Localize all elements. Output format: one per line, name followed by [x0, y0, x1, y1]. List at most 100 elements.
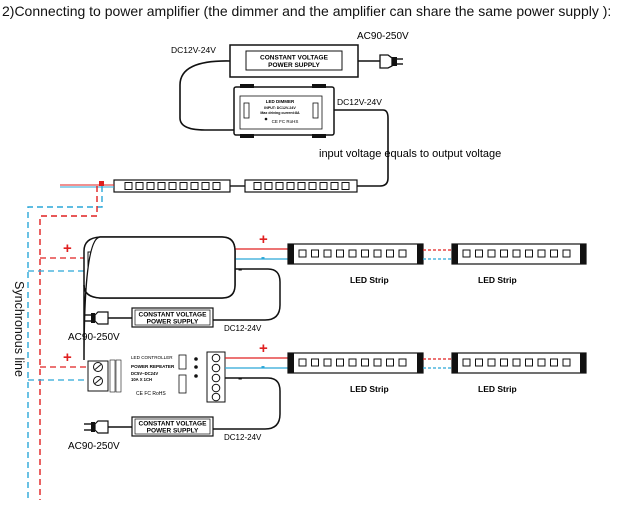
- led-chip: [253, 182, 262, 190]
- led-chip: [124, 182, 133, 190]
- led-chip: [512, 358, 521, 367]
- led-chip: [336, 249, 344, 258]
- led-chip: [487, 249, 496, 258]
- led-chip: [550, 358, 558, 367]
- page-heading: 2)Connecting to power amplifier (the dim…: [2, 3, 612, 19]
- led-chip: [386, 358, 394, 367]
- led-chip: [323, 249, 332, 258]
- input-positive-mark: +: [63, 349, 72, 366]
- dimmer-spec2: Max driving current:8A: [260, 111, 300, 115]
- top-psu-line2: POWER SUPPLY: [268, 62, 320, 69]
- controller-line3: DC5V~DC24V: [131, 371, 158, 376]
- led-chip: [168, 182, 177, 190]
- led-chip: [487, 358, 496, 367]
- led-chip: [562, 249, 571, 258]
- psu-line1: CONSTANT VOLTAGE: [139, 312, 208, 319]
- output-negative-mark: -: [261, 250, 265, 264]
- led-dimmer: LED DIMMER INPUT: DC12V-24V Max driving …: [233, 84, 335, 138]
- led-chip: [264, 182, 273, 190]
- led-chip: [475, 249, 483, 258]
- controller-line1: LED CONTROLLER: [131, 355, 173, 360]
- led-chip: [500, 249, 508, 258]
- psu-line1: CONSTANT VOLTAGE: [139, 421, 208, 428]
- led-chip: [512, 249, 521, 258]
- controller-line2: POWER REPEATER: [131, 364, 175, 369]
- controller-line4: 10A X 1CH: [131, 377, 152, 382]
- led-chip: [298, 249, 307, 258]
- psu-line2: POWER SUPPLY: [147, 428, 199, 435]
- led-chip: [500, 358, 508, 367]
- synchronous-line: [27, 181, 104, 500]
- ac-label: AC90-250V: [68, 332, 120, 343]
- output-negative-mark: -: [261, 359, 265, 373]
- led-chip: [525, 358, 533, 367]
- led-chip: [146, 182, 155, 190]
- led-chip: [212, 182, 221, 190]
- led-chip: [361, 358, 369, 367]
- controller-cert: CE FC RoHS: [136, 391, 166, 397]
- led-chip: [341, 182, 350, 190]
- led-chip: [398, 358, 407, 367]
- led-chip: [373, 249, 382, 258]
- led-chip: [298, 358, 307, 367]
- led-strip-1: [287, 243, 424, 265]
- led-chip: [373, 358, 382, 367]
- led-chip: [348, 249, 357, 258]
- led-strip-1: [287, 352, 424, 374]
- led-chip: [386, 249, 394, 258]
- dimmer-spec1: INPUT: DC12V-24V: [264, 106, 296, 110]
- top-led-strip-1: [113, 179, 231, 193]
- led-strip-2: [451, 352, 587, 374]
- dimmer-title: LED DIMMER: [266, 99, 295, 104]
- led-chip: [348, 358, 357, 367]
- top-psu-input-label: AC90-250V: [357, 31, 409, 42]
- dimmer-cert: CE FC RoHS: [272, 119, 299, 124]
- led-chip: [361, 249, 369, 258]
- led-chip: [398, 249, 407, 258]
- led-chip: [201, 182, 210, 190]
- led-chip: [286, 182, 295, 190]
- led-chip: [462, 358, 471, 367]
- led-chip: [562, 358, 571, 367]
- top-psu-line1: CONSTANT VOLTAGE: [260, 55, 329, 62]
- strip-label-2: LED Strip: [478, 384, 517, 394]
- dc-label: DC12-24V: [224, 324, 262, 333]
- psu-line2: POWER SUPPLY: [147, 319, 199, 326]
- top-led-strip-2: [244, 179, 358, 193]
- ac-plug-icon: [84, 420, 109, 434]
- led-controller: LED CONTROLLER POWER REPEATER DC5V~DC24V10…: [83, 236, 236, 403]
- led-chip: [537, 358, 546, 367]
- led-chip: [190, 182, 199, 190]
- led-chip: [319, 182, 328, 190]
- output-positive-mark: +: [259, 340, 268, 357]
- led-chip: [525, 249, 533, 258]
- output-positive-mark: +: [259, 231, 268, 248]
- input-positive-mark: +: [63, 240, 72, 257]
- strip-label-1: LED Strip: [350, 384, 389, 394]
- led-chip: [475, 358, 483, 367]
- led-chip: [297, 182, 306, 190]
- led-chip: [330, 182, 339, 190]
- led-chip: [179, 182, 188, 190]
- led-chip: [308, 182, 317, 190]
- led-chip: [550, 249, 558, 258]
- dimmer-output-label: DC12V-24V: [337, 97, 382, 107]
- led-chip: [537, 249, 546, 258]
- strip-label-1: LED Strip: [350, 275, 389, 285]
- ac-plug-icon: [379, 54, 403, 69]
- led-chip: [157, 182, 166, 190]
- led-strip-2: [451, 243, 587, 265]
- top-psu-output-label: DC12V-24V: [171, 45, 216, 55]
- led-chip: [462, 249, 471, 258]
- led-chip: [275, 182, 284, 190]
- ac-plug-icon: [84, 311, 109, 325]
- led-chip: [336, 358, 344, 367]
- voltage-note: input voltage equals to output voltage: [319, 148, 501, 160]
- ac-label: AC90-250V: [68, 441, 120, 452]
- strip-label-2: LED Strip: [478, 275, 517, 285]
- top-power-supply: CONSTANT VOLTAGE POWER SUPPLY: [229, 44, 359, 78]
- led-chip: [135, 182, 144, 190]
